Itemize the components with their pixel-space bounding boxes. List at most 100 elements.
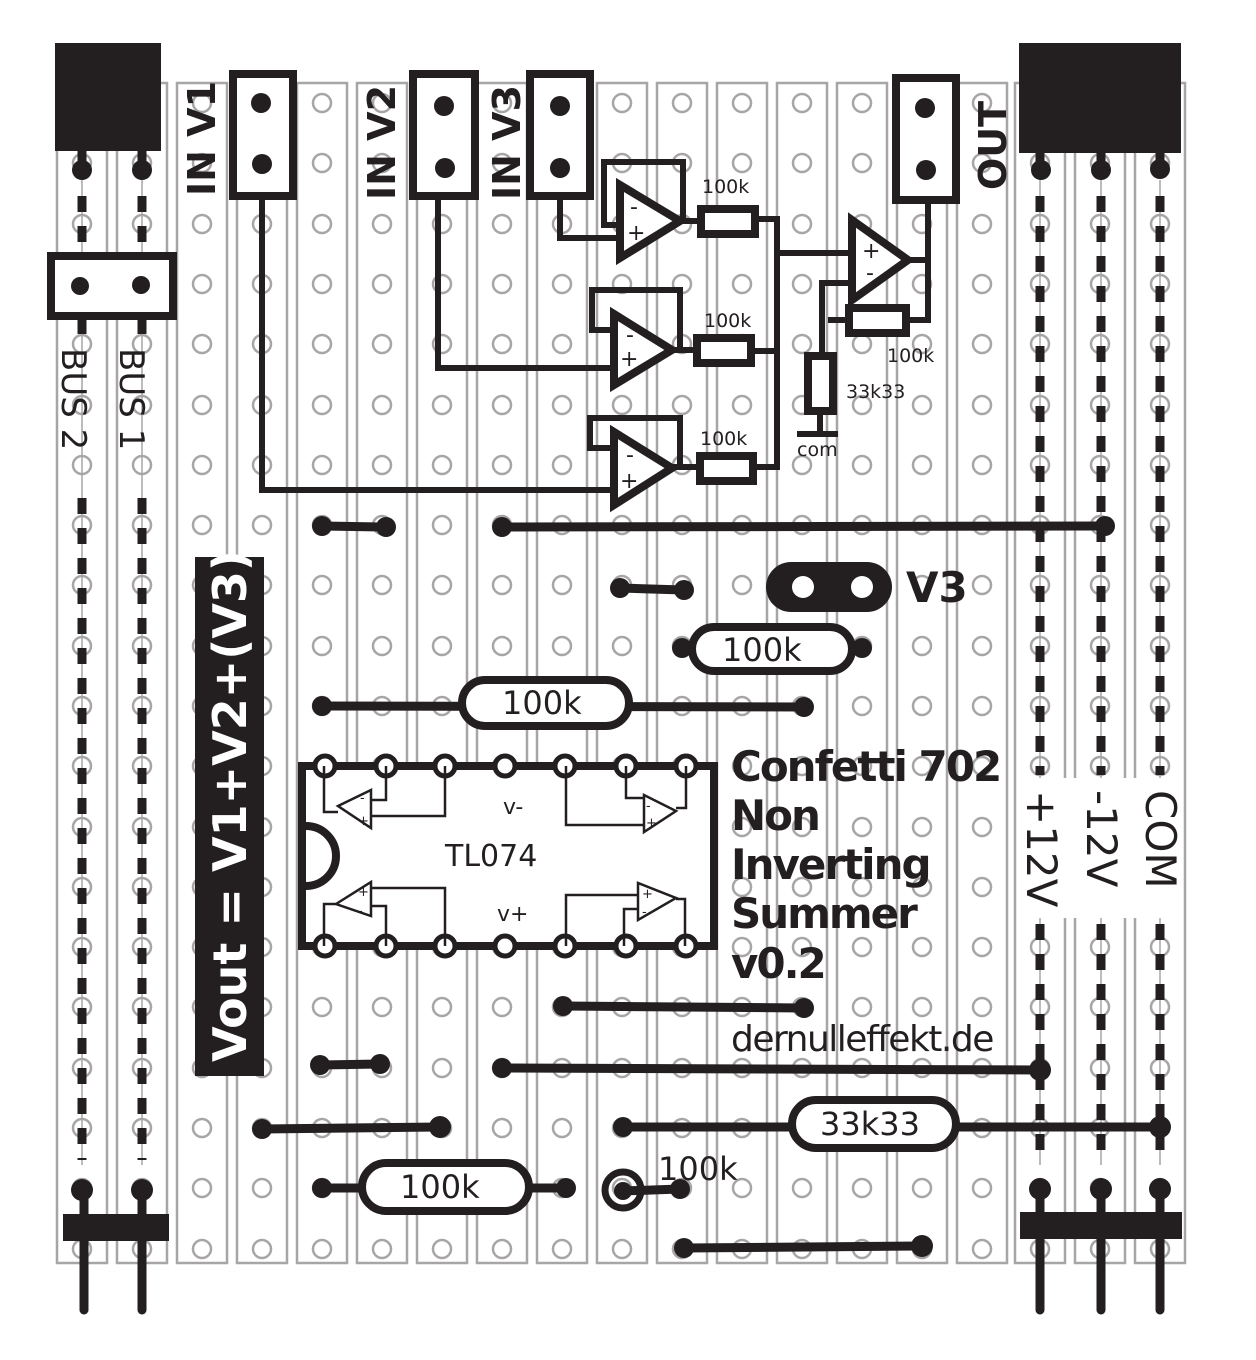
board-hole — [431, 1238, 453, 1260]
board-hole — [851, 454, 873, 476]
resistor-100k-b — [458, 676, 633, 730]
resistor-100k-a — [688, 623, 856, 675]
board-hole — [971, 152, 993, 174]
vplus-label: v+ — [497, 902, 528, 927]
resistor-r1 — [697, 205, 759, 238]
board-hole — [851, 755, 873, 777]
board-hole — [371, 92, 393, 114]
board-hole — [371, 996, 393, 1018]
board-hole — [191, 454, 213, 476]
svg-text:-: - — [360, 791, 365, 806]
board-hole — [491, 574, 513, 596]
in-v3-label: IN V3 — [485, 85, 529, 200]
resistor-100k-b-label: 100k — [502, 684, 582, 722]
svg-text:+: + — [358, 814, 369, 829]
board-hole — [371, 333, 393, 355]
board-hole — [851, 695, 873, 717]
board-hole — [971, 635, 993, 657]
board-hole — [431, 394, 453, 416]
board-hole — [551, 394, 573, 416]
board-hole — [431, 996, 453, 1018]
board-hole — [371, 1238, 393, 1260]
board-hole — [611, 635, 633, 657]
board-hole — [911, 936, 933, 958]
board-hole — [551, 454, 573, 476]
board-hole — [911, 1177, 933, 1199]
copper-strip — [355, 81, 409, 1265]
board-hole — [731, 1177, 753, 1199]
board-hole — [731, 152, 753, 174]
board-hole — [251, 514, 273, 536]
board-hole — [971, 695, 993, 717]
board-hole — [851, 936, 873, 958]
title-line-4: Summer — [731, 889, 918, 938]
resistor-feedback — [845, 304, 910, 337]
board-hole — [731, 92, 753, 114]
board-hole — [311, 1238, 333, 1260]
board-hole — [431, 635, 453, 657]
board-hole — [251, 1238, 273, 1260]
board-hole — [191, 1238, 213, 1260]
board-hole — [851, 394, 873, 416]
board-hole — [791, 936, 813, 958]
opamp-buffer-3 — [610, 424, 680, 513]
in-v1-jack[interactable] — [229, 70, 297, 200]
copper-strip — [655, 81, 709, 1265]
board-hole — [851, 876, 873, 898]
board-hole — [311, 92, 333, 114]
opamp-summer — [848, 212, 915, 308]
board-hole — [311, 394, 333, 416]
board-hole — [911, 816, 933, 838]
board-hole — [971, 574, 993, 596]
board-hole — [791, 816, 813, 838]
out-label: OUT — [971, 101, 1015, 190]
board-hole — [791, 333, 813, 355]
resistor-33k33-label: 33k33 — [820, 1105, 920, 1143]
chip-name: TL074 — [444, 839, 537, 874]
rg-label: 33k33 — [846, 381, 905, 403]
board-hole — [1089, 936, 1111, 958]
board-hole — [1089, 996, 1111, 1018]
board-hole — [491, 1117, 513, 1139]
board-hole — [191, 394, 213, 416]
board-hole — [731, 574, 753, 596]
board-hole — [191, 213, 213, 235]
bus-header-bottom — [63, 1214, 169, 1241]
bus2-label: BUS 2 — [53, 348, 93, 450]
board-hole — [791, 213, 813, 235]
board-hole — [791, 152, 813, 174]
board-hole — [491, 213, 513, 235]
board-hole — [791, 92, 813, 114]
board-hole — [491, 92, 513, 114]
board-hole — [731, 394, 753, 416]
website-label[interactable]: dernulleffekt.de — [731, 1019, 995, 1060]
board-hole — [851, 996, 873, 1018]
board-hole — [491, 635, 513, 657]
rf-label: 100k — [887, 345, 934, 367]
board-hole — [491, 333, 513, 355]
board-hole — [371, 273, 393, 295]
board-hole — [431, 574, 453, 596]
board-hole — [911, 635, 933, 657]
copper-strip — [535, 81, 589, 1265]
svg-text:+: + — [642, 887, 653, 902]
board-hole — [191, 152, 213, 174]
chip-pin — [492, 933, 518, 959]
board-hole — [311, 996, 333, 1018]
board-hole — [971, 1177, 993, 1199]
r2-label: 100k — [704, 310, 751, 332]
board-hole — [791, 273, 813, 295]
out-jack[interactable] — [892, 74, 960, 204]
board-hole — [971, 333, 993, 355]
board-hole — [311, 273, 333, 295]
board-hole — [851, 333, 873, 355]
board-hole — [611, 394, 633, 416]
board-hole — [911, 333, 933, 355]
board-hole — [911, 454, 933, 476]
copper-strip — [955, 81, 1009, 1265]
resistor-100k-d — [358, 1159, 533, 1215]
opamp-buffer-1 — [616, 177, 688, 266]
v3-jumper[interactable] — [766, 562, 892, 612]
svg-text:-: - — [866, 261, 874, 286]
